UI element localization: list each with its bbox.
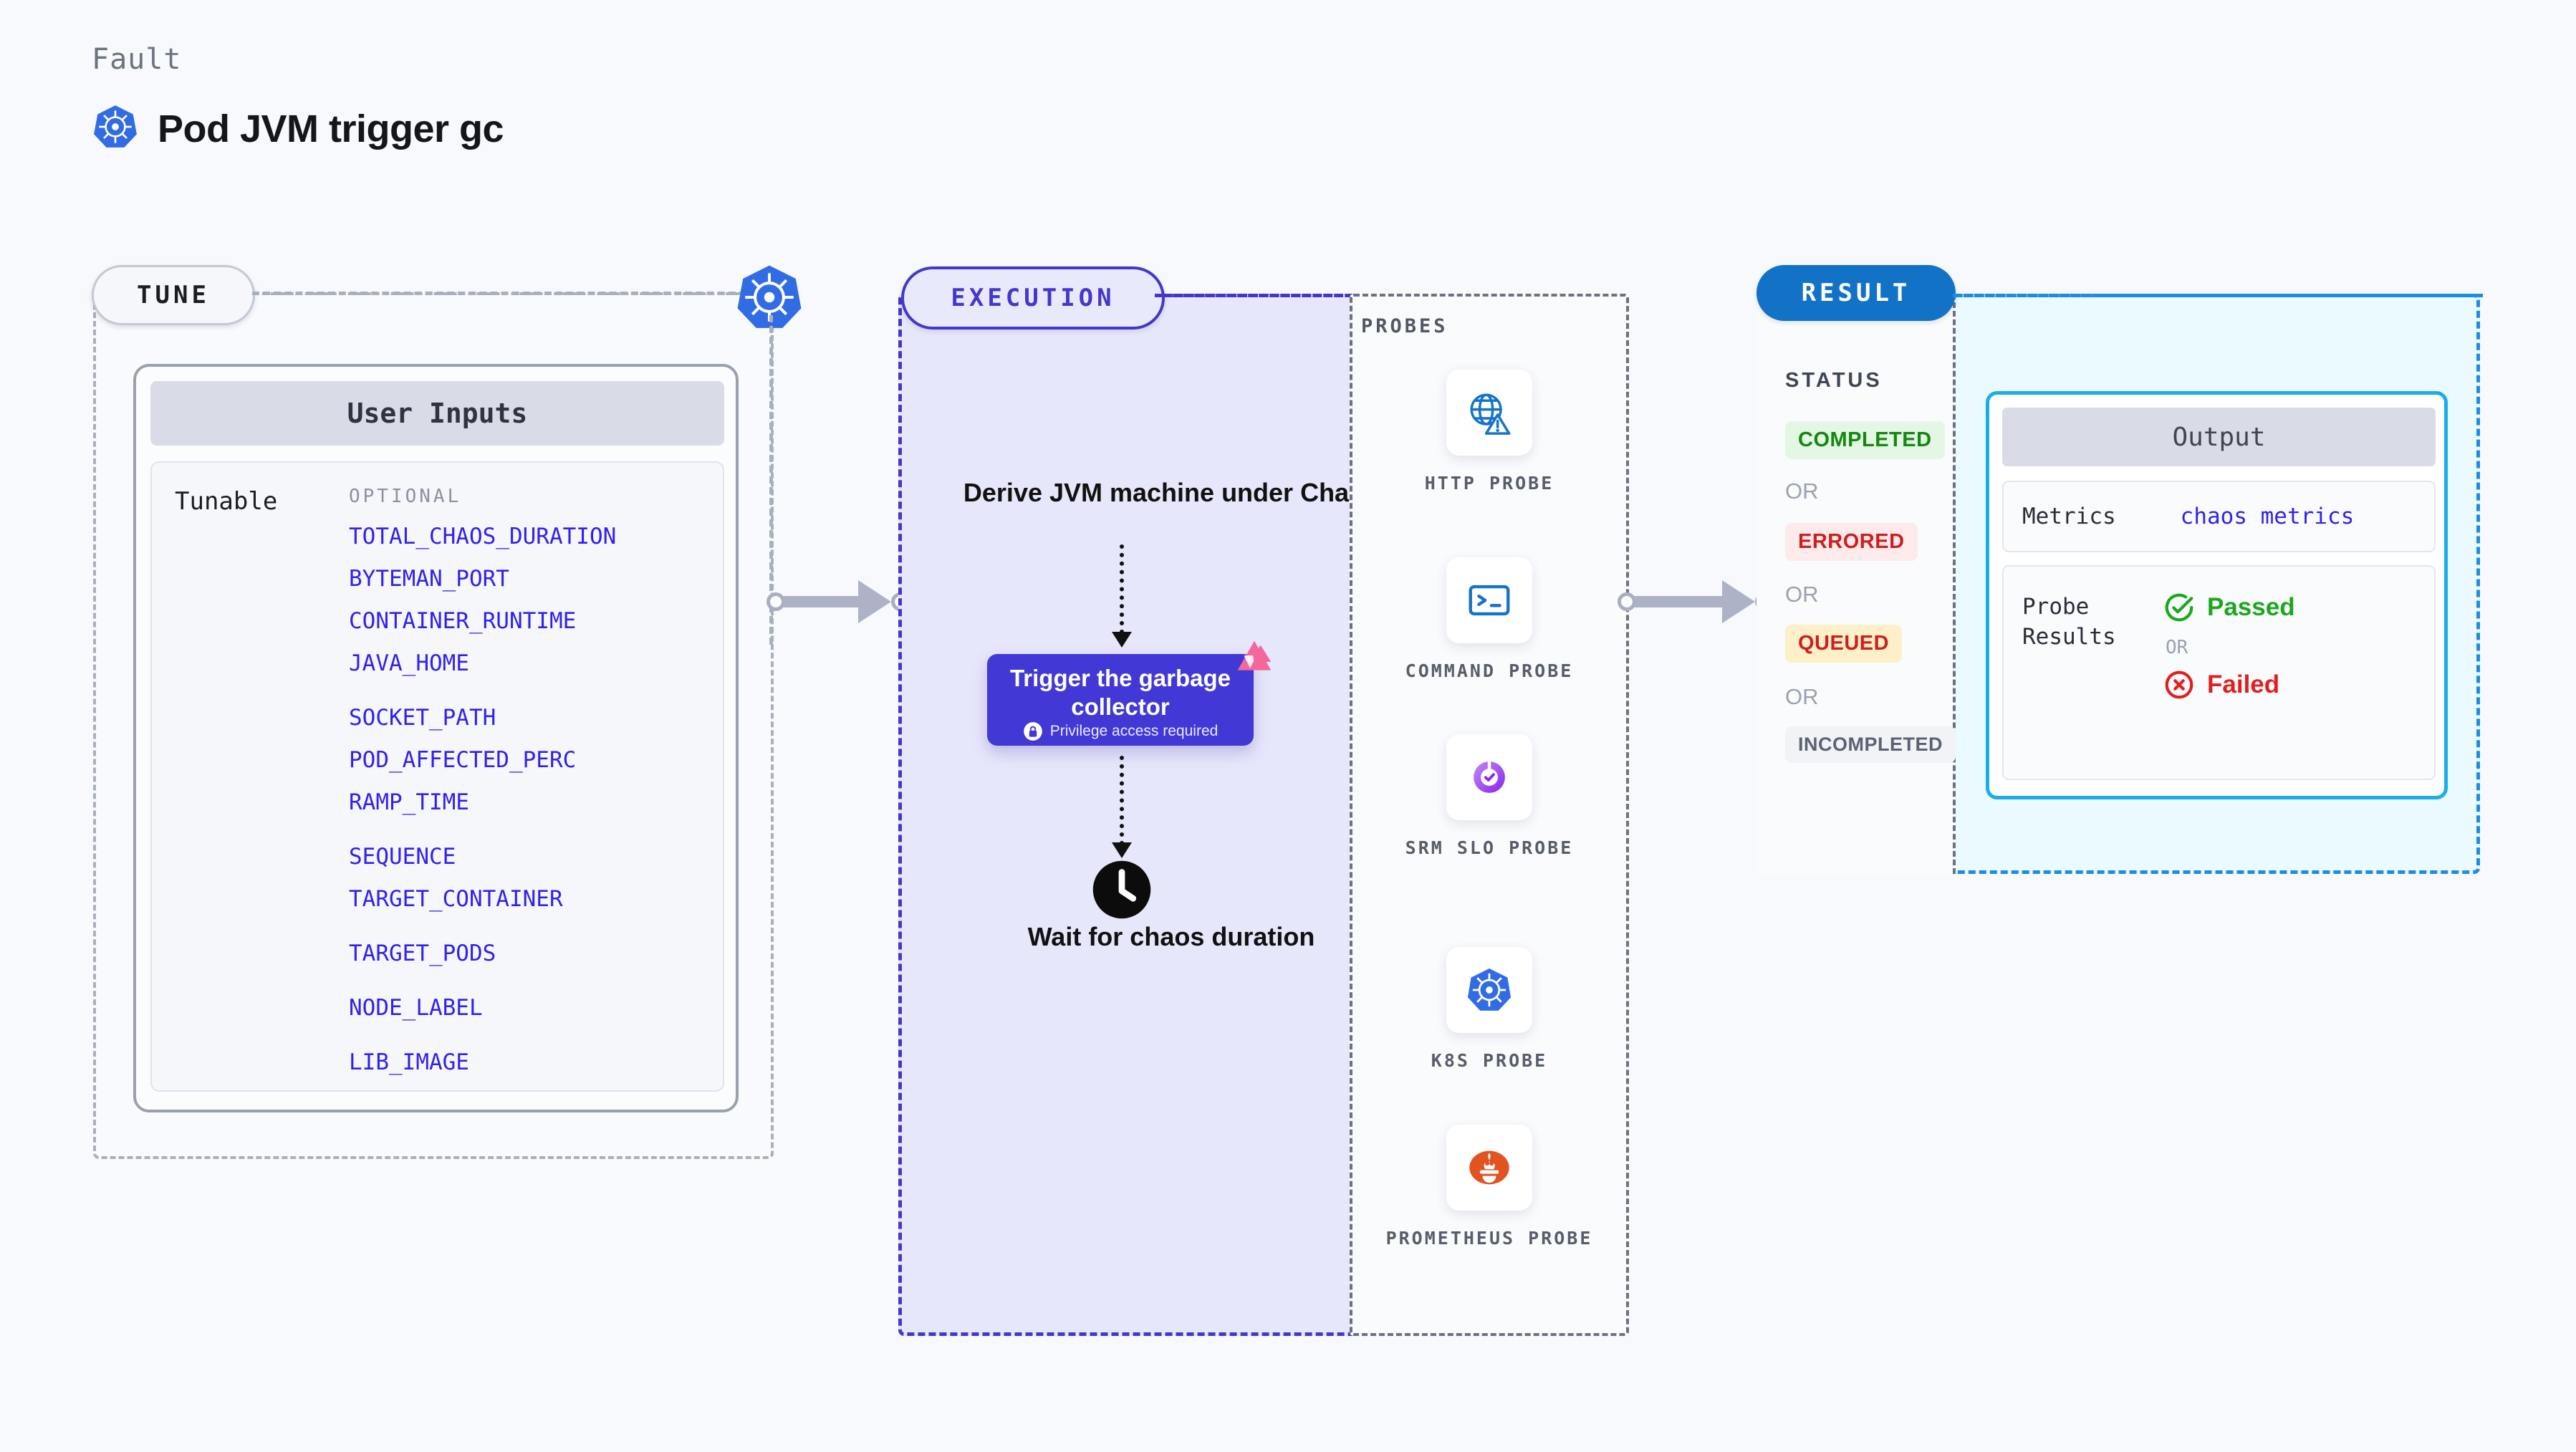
or-label: OR [1785,479,1819,504]
probe-label: PROMETHEUS PROBE [1385,1228,1593,1249]
page-eyebrow: Fault [92,43,182,76]
execution-top-dash [1155,294,1450,297]
tunable-item[interactable]: RAMP_TIME [349,789,469,815]
user-inputs-card: User Inputs Tunable OPTIONAL TOTAL_CHAOS… [133,364,739,1112]
arrow-head-icon [1112,842,1132,858]
probe-passed-label: Passed [2207,593,2295,621]
page-header: Fault Pod JVM trigger gc [92,43,504,154]
probe-label: SRM SLO PROBE [1405,837,1574,858]
connector-tune-to-execution [766,580,910,623]
tunable-label: Tunable [175,487,278,516]
status-column [1756,294,1956,874]
status-badge: COMPLETED [1785,421,1945,459]
kubernetes-icon [1446,947,1532,1033]
status-badge: INCOMPLETED [1785,726,1956,763]
metrics-key: Metrics [2022,504,2116,529]
globe-warning-icon [1446,370,1532,456]
page-title: Pod JVM trigger gc [158,107,504,150]
probe-http[interactable]: HTTP PROBE [1350,370,1629,496]
x-circle-icon [2163,668,2196,701]
page-title-row: Pod JVM trigger gc [92,103,504,154]
step-derive-label: Derive JVM machine under Chaos [963,478,1380,507]
clock-icon [1092,860,1152,923]
step-wait-label: Wait for chaos duration [1027,922,1315,951]
check-circle-icon [2163,591,2196,624]
result-top-dash [1953,294,2483,297]
probe-results-values: Passed OR Failed [2163,585,2295,707]
connector-dot [766,592,785,611]
user-inputs-header: User Inputs [150,381,724,446]
connector-execution-to-result [1618,580,1774,623]
probe-label: K8S PROBE [1431,1050,1548,1071]
connector-bar [1635,596,1726,607]
optional-column: OPTIONAL TOTAL_CHAOS_DURATION BYTEMAN_PO… [349,486,616,1075]
tune-pill-label: TUNE [92,265,255,325]
tunable-item[interactable]: SOCKET_PATH [349,705,496,731]
probe-k8s[interactable]: K8S PROBE [1350,947,1629,1073]
probes-heading: PROBES [1361,315,1448,337]
tunable-item[interactable]: BYTEMAN_PORT [349,566,509,592]
srm-slo-gauge-icon [1446,734,1532,820]
probe-label: HTTP PROBE [1424,473,1554,494]
or-label: OR [1785,582,1819,607]
or-label: OR [1785,684,1819,709]
tunable-item[interactable]: LIB_IMAGE [349,1049,469,1075]
connector-dot [1618,592,1636,611]
tune-vertical-dash [769,315,773,645]
probe-prometheus[interactable]: PROMETHEUS PROBE [1350,1125,1629,1251]
output-header: Output [2002,408,2436,466]
metrics-row: Metrics chaos metrics [2002,481,2436,552]
arrow-head-icon [1112,632,1132,648]
arrow-head-icon [858,580,891,623]
trigger-garbage-collector-node[interactable]: Trigger the garbage collector Privilege … [987,654,1254,746]
execution-pill-label: EXECUTION [901,266,1165,330]
trigger-title: Trigger the garbage collector [1009,665,1231,721]
lock-icon [1023,721,1043,741]
output-title: Output [2172,422,2266,452]
optional-heading: OPTIONAL [349,486,462,507]
tunable-item[interactable]: SEQUENCE [349,844,456,870]
arrow-head-icon [1722,580,1755,623]
probe-result-failed: Failed [2163,663,2295,707]
status-heading: STATUS [1785,369,1883,392]
tunable-item[interactable]: CONTAINER_RUNTIME [349,608,577,634]
or-label: OR [2166,637,2188,658]
probe-command[interactable]: COMMAND PROBE [1350,557,1629,683]
derive-to-trigger-arrow [1120,544,1124,634]
trigger-to-wait-arrow [1120,756,1124,845]
tunable-item[interactable]: POD_AFFECTED_PERC [349,747,577,773]
connector-bar [784,596,862,607]
probe-result-passed: Passed [2163,585,2295,630]
tunable-item[interactable]: JAVA_HOME [349,650,469,676]
metrics-value[interactable]: chaos metrics [2180,504,2355,529]
kubernetes-icon [92,103,139,154]
terminal-icon [1446,557,1532,643]
tunable-item[interactable]: NODE_LABEL [349,995,483,1021]
user-inputs-title: User Inputs [347,398,528,429]
status-badge: QUEUED [1785,625,1903,663]
litmus-chaos-icon [1229,635,1279,688]
prometheus-icon [1446,1125,1532,1211]
tunable-box: Tunable OPTIONAL TOTAL_CHAOS_DURATION BY… [150,461,724,1092]
tunable-item[interactable]: TARGET_PODS [349,941,496,966]
tunable-item[interactable]: TARGET_CONTAINER [349,886,563,912]
privilege-note-label: Privilege access required [1049,723,1219,739]
probe-label: COMMAND PROBE [1405,660,1574,681]
probe-srm-slo[interactable]: SRM SLO PROBE [1350,734,1629,860]
privilege-note: Privilege access required [987,721,1254,741]
tune-connector-dash [252,292,746,295]
probe-failed-label: Failed [2207,670,2280,698]
status-badge: ERRORED [1785,523,1918,561]
tunable-item[interactable]: TOTAL_CHAOS_DURATION [349,524,617,549]
result-pill-label: RESULT [1756,265,1956,321]
